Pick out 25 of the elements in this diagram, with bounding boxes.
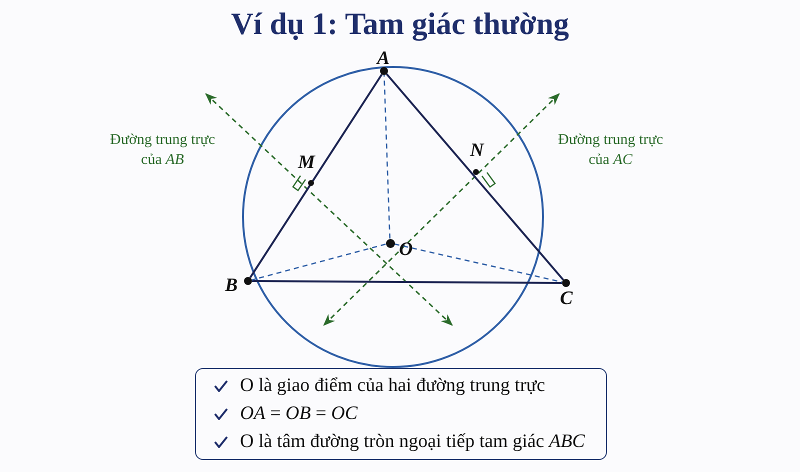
- bullet-text: O là giao điểm của hai đường trung trực: [240, 375, 546, 397]
- annotation-text: Đường trung trực của AB: [108, 131, 216, 170]
- point-dot: [562, 279, 570, 287]
- point-dot: [308, 180, 314, 186]
- bullet-text: O là tâm đường tròn ngoại tiếp tam giác ABC: [240, 431, 585, 453]
- annotation-text: Đường trung trực của AC: [556, 131, 664, 170]
- triangle-side: [386, 73, 564, 281]
- triangle-side: [252, 280, 562, 284]
- title: Ví dụ 1: Tam giác thường: [230, 6, 570, 42]
- triangle-side: [249, 74, 383, 278]
- point-dot: [244, 277, 252, 285]
- point-dot: [380, 67, 388, 75]
- point-label: O: [399, 240, 413, 259]
- dashed-line: [394, 243, 562, 283]
- point-label: A: [377, 49, 390, 68]
- dashed-line: [252, 244, 386, 281]
- point-label: B: [225, 276, 238, 295]
- point-label: N: [470, 141, 484, 160]
- point-dot: [473, 169, 479, 175]
- bullet-text: OA = OB = OC: [240, 403, 358, 425]
- summary-box: [195, 368, 607, 460]
- dashed-line: [384, 74, 390, 239]
- point-dot: [386, 238, 394, 248]
- point-label: M: [298, 153, 315, 172]
- point-label: C: [560, 289, 573, 308]
